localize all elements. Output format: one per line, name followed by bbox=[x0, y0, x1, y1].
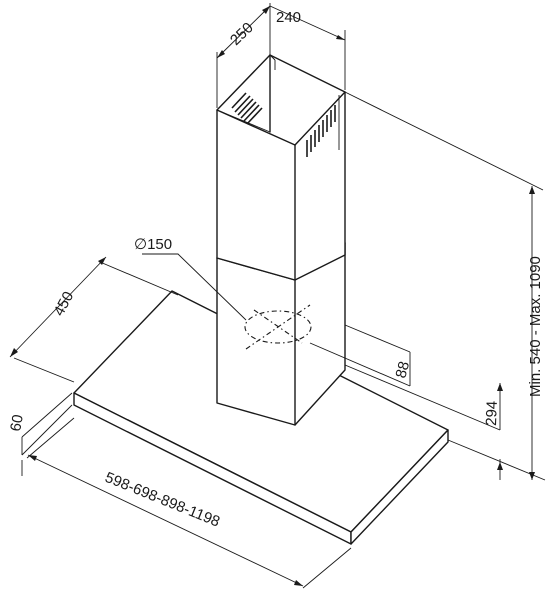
dim-height-range: Min. 540 - Max. 1090 bbox=[527, 256, 544, 397]
dimension-outlet-offset: 88 bbox=[309, 324, 413, 387]
dimension-chimney-width: 240 bbox=[269, 5, 346, 90]
dim-hood-thickness: 60 bbox=[7, 413, 27, 432]
duct-outlet bbox=[142, 253, 312, 350]
dimension-chimney-position: 294 bbox=[344, 364, 503, 431]
dim-duct-diameter: ∅150 bbox=[134, 236, 172, 253]
dim-outlet-offset: 88 bbox=[392, 360, 413, 381]
dim-hood-depth: 450 bbox=[51, 289, 78, 319]
chimney-upper bbox=[216, 54, 346, 281]
dim-chimney-position: 294 bbox=[483, 401, 501, 427]
chimney-vents-right bbox=[306, 105, 336, 157]
dimension-height-range: Min. 540 - Max. 1090 bbox=[344, 91, 546, 481]
dim-hood-widths: 598-698-898-1198 bbox=[103, 469, 223, 531]
dim-chimney-width: 240 bbox=[276, 9, 301, 26]
chimney-vents-left bbox=[231, 92, 263, 125]
dimension-hood-thickness: 60 bbox=[7, 392, 73, 476]
